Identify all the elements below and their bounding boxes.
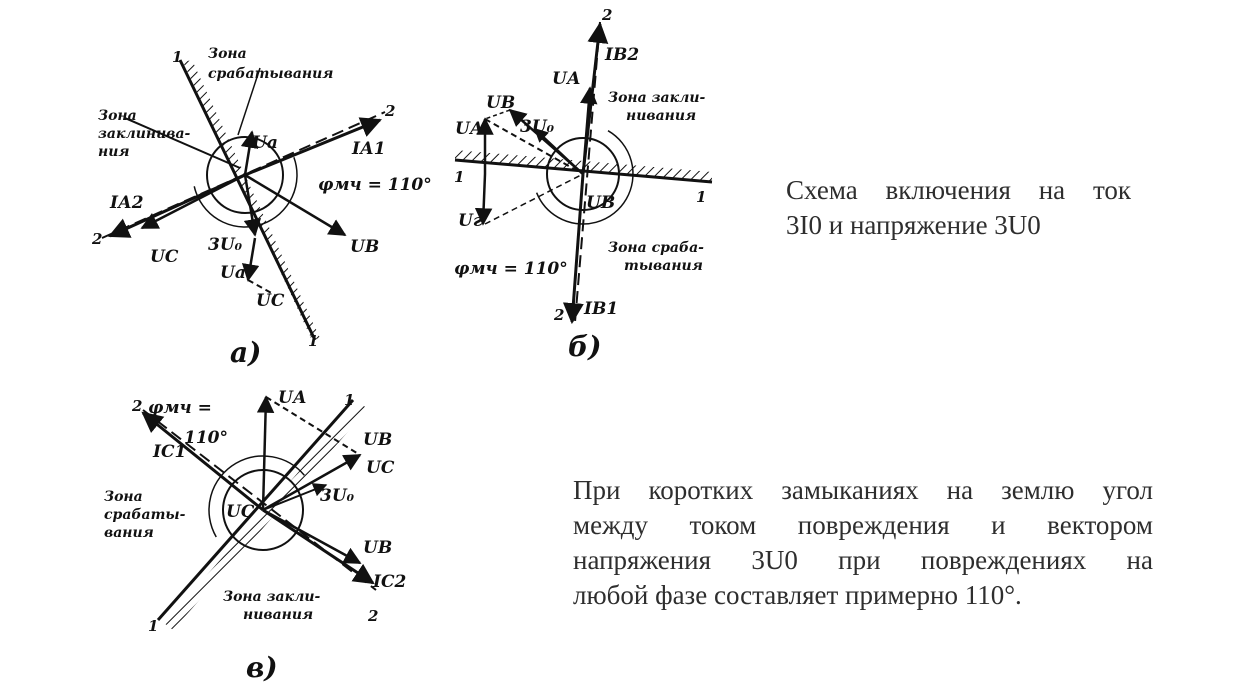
svg-text:IС2: IС2 bbox=[372, 572, 406, 592]
phasor-diagram-b: Зона закли- нивания Зона сраба- тывания … bbox=[450, 4, 740, 364]
svg-text:срабатывания: срабатывания bbox=[208, 66, 333, 82]
fault-note-line-4: любой фазе составляет примерно 110°. bbox=[573, 580, 1022, 610]
vector-3u0 bbox=[243, 174, 262, 237]
fault-note-line-2: между током повреждения и вектором bbox=[573, 510, 1153, 540]
svg-text:UВ: UВ bbox=[486, 93, 515, 113]
svg-text:Зона: Зона bbox=[98, 108, 137, 124]
scheme-note-line-1: Схема включения на ток bbox=[786, 175, 1131, 205]
svg-text:IА2: IА2 bbox=[109, 193, 144, 213]
svg-text:UА: UА bbox=[552, 69, 581, 89]
vector-ub-bottom bbox=[262, 508, 362, 565]
svg-text:UВ: UВ bbox=[363, 538, 392, 558]
vector-ia2 bbox=[108, 173, 246, 238]
svg-text:1: 1 bbox=[454, 168, 464, 186]
vector-ia1 bbox=[244, 117, 382, 177]
svg-text:ния: ния bbox=[98, 144, 130, 160]
hatch-band-1 bbox=[164, 403, 368, 630]
svg-text:2: 2 bbox=[384, 102, 395, 120]
svg-text:Зона: Зона bbox=[208, 46, 247, 62]
line-2 bbox=[574, 21, 601, 323]
svg-text:1: 1 bbox=[344, 391, 354, 409]
vector-ua bbox=[580, 86, 598, 175]
svg-text:нивания: нивания bbox=[626, 108, 696, 124]
svg-text:2: 2 bbox=[601, 6, 612, 24]
vector-ub bbox=[262, 453, 362, 512]
svg-text:тывания: тывания bbox=[624, 258, 703, 274]
fault-angle-note: При коротких замыканиях на землю угол ме… bbox=[573, 473, 1153, 613]
phasor-diagram-v: φмч = 110° Зона срабаты- вания Зона закл… bbox=[98, 385, 428, 690]
caption-a: а) bbox=[230, 336, 261, 369]
fault-note-line-1: При коротких замыканиях на землю угол bbox=[573, 475, 1153, 505]
svg-text:UС: UС bbox=[150, 247, 179, 267]
scheme-note: Схема включения на ток 3I0 и напряжение … bbox=[786, 173, 1131, 243]
vector-ua bbox=[256, 395, 275, 511]
svg-text:заклинива-: заклинива- bbox=[98, 126, 191, 142]
svg-text:UС: UС bbox=[226, 502, 255, 522]
svg-text:1: 1 bbox=[172, 48, 182, 66]
svg-text:UА: UА bbox=[278, 388, 307, 408]
svg-text:3U₀: 3U₀ bbox=[520, 117, 555, 137]
svg-text:Зона сраба-: Зона сраба- bbox=[608, 240, 704, 256]
svg-text:IС1: IС1 bbox=[152, 442, 186, 462]
svg-text:Зона: Зона bbox=[104, 489, 143, 505]
vector-ib1 bbox=[562, 173, 585, 325]
angle-label: φмч = bbox=[148, 398, 212, 418]
vector-ug bbox=[474, 173, 493, 226]
svg-text:UС: UС bbox=[366, 458, 395, 478]
svg-text:IА1: IА1 bbox=[351, 139, 386, 159]
svg-text:нивания: нивания bbox=[243, 607, 313, 623]
svg-text:Зона закли-: Зона закли- bbox=[608, 90, 705, 106]
svg-text:2: 2 bbox=[91, 230, 102, 248]
vector-ub bbox=[244, 173, 347, 237]
svg-text:UВ: UВ bbox=[350, 237, 379, 257]
svg-text:вания: вания bbox=[104, 525, 154, 541]
svg-text:IВ2: IВ2 bbox=[604, 45, 639, 65]
vector-3u0 bbox=[262, 483, 328, 511]
boundary-line-1 bbox=[156, 399, 355, 621]
svg-text:срабаты-: срабаты- bbox=[104, 507, 186, 523]
phasor-diagram-a: Зона срабатывания Зона заклинива- ния φм… bbox=[80, 40, 460, 380]
svg-text:2: 2 bbox=[367, 607, 378, 625]
vector-ic1 bbox=[141, 411, 264, 512]
vector-ic2 bbox=[262, 508, 375, 585]
svg-text:IВ1: IВ1 bbox=[583, 299, 618, 319]
svg-text:Uа: Uа bbox=[252, 133, 278, 153]
svg-text:3U₀: 3U₀ bbox=[320, 486, 355, 506]
svg-text:UВ: UВ bbox=[586, 193, 615, 213]
angle-circle bbox=[546, 137, 620, 211]
svg-text:1: 1 bbox=[696, 188, 706, 206]
svg-text:UВ: UВ bbox=[363, 430, 392, 450]
angle-label: φмч = 110° bbox=[454, 259, 568, 279]
fault-note-line-3: напряжения 3U0 при повреждениях на bbox=[573, 545, 1153, 575]
vector-3u0 bbox=[533, 128, 584, 175]
caption-b: б) bbox=[568, 330, 601, 363]
svg-text:1: 1 bbox=[148, 617, 158, 635]
caption-v: в) bbox=[246, 651, 278, 684]
svg-text:Uг: Uг bbox=[458, 211, 483, 231]
angle-label: φмч = 110° bbox=[318, 175, 432, 195]
vector-ua bbox=[240, 130, 259, 176]
svg-text:2: 2 bbox=[131, 397, 142, 415]
svg-text:UС: UС bbox=[256, 291, 285, 311]
svg-text:2: 2 bbox=[553, 306, 564, 324]
svg-text:3U₀: 3U₀ bbox=[208, 235, 243, 255]
scheme-note-line-2: 3I0 и напряжение 3U0 bbox=[786, 210, 1041, 240]
svg-text:UА: UА bbox=[455, 119, 484, 139]
svg-text:1: 1 bbox=[308, 332, 318, 350]
hatch-band-1 bbox=[183, 60, 320, 340]
svg-text:Uа: Uа bbox=[220, 263, 246, 283]
svg-text:110°: 110° bbox=[184, 428, 228, 448]
svg-text:Зона закли-: Зона закли- bbox=[223, 589, 320, 605]
